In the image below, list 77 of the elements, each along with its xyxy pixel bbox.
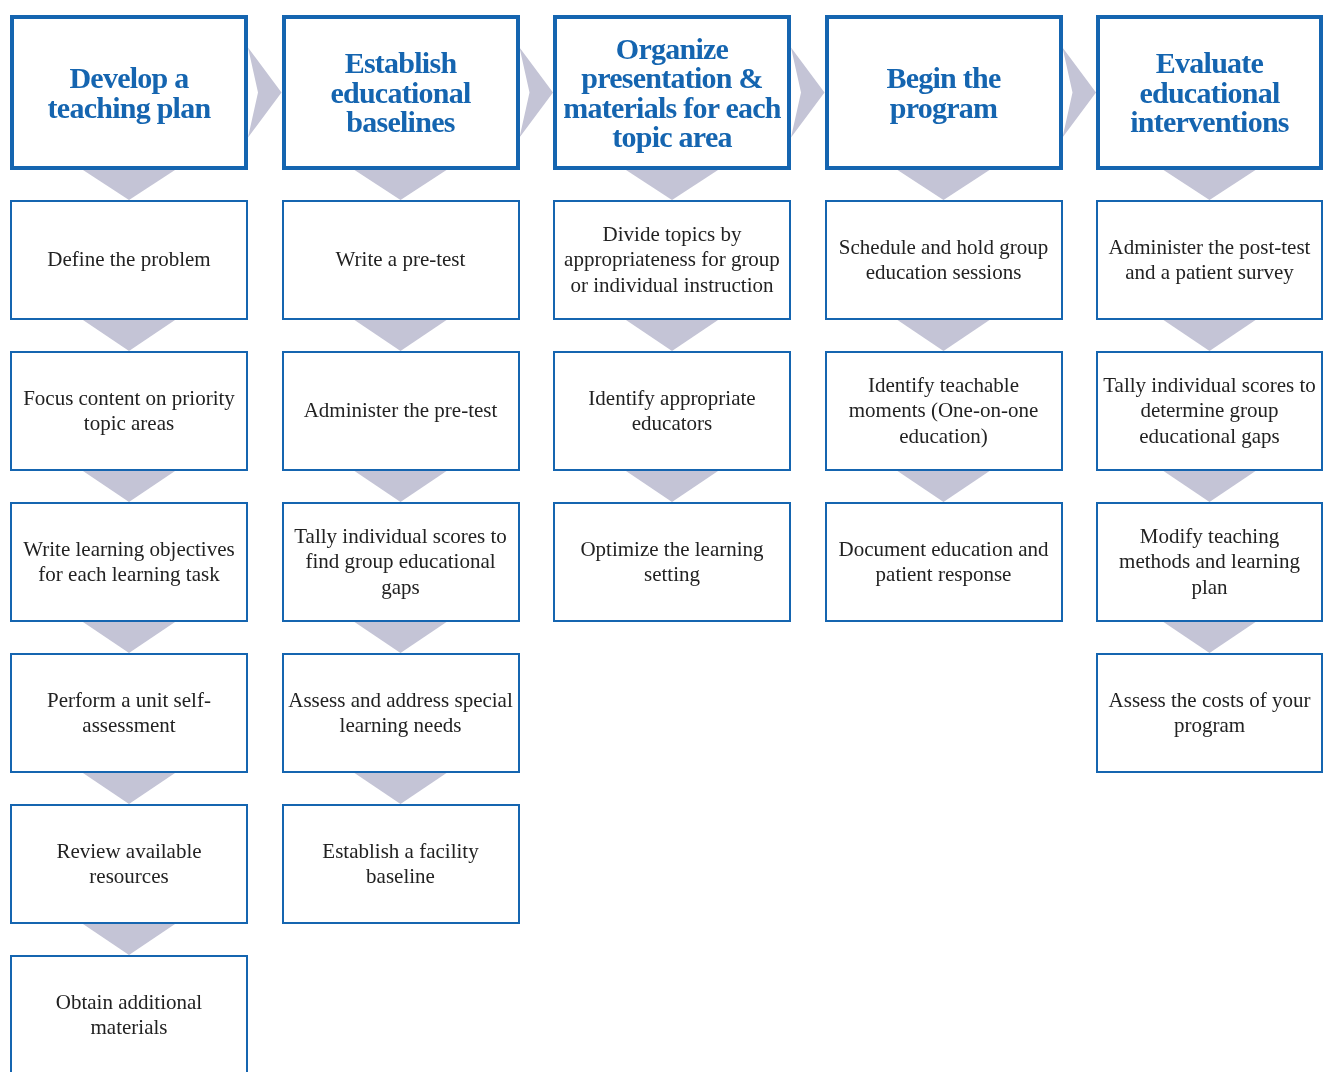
step-text: Write a pre-test bbox=[335, 247, 466, 273]
arrow bbox=[1062, 47, 1096, 138]
arrow bbox=[1163, 170, 1256, 200]
arrow bbox=[897, 320, 990, 351]
header-box bbox=[824, 15, 1063, 170]
step-text: Document education and patient response bbox=[837, 536, 1050, 588]
header-box bbox=[553, 15, 791, 170]
step-box bbox=[553, 200, 791, 320]
step-text: Identify teachable moments (One-on-one education) bbox=[847, 373, 1040, 449]
step-box bbox=[10, 804, 248, 924]
arrow bbox=[354, 773, 447, 804]
arrow bbox=[791, 47, 825, 138]
step-text: Assess the costs of your program bbox=[1107, 687, 1312, 739]
step-box bbox=[824, 351, 1063, 471]
step-text: Establish a facility baseline bbox=[321, 838, 480, 890]
arrow bbox=[354, 170, 447, 200]
header-box bbox=[281, 15, 520, 170]
step-box bbox=[10, 200, 248, 320]
arrow bbox=[83, 924, 175, 955]
arrow bbox=[626, 320, 718, 351]
step-text: Focus content on priority topic areas bbox=[22, 385, 236, 437]
step-box bbox=[1096, 200, 1323, 320]
header-text: Begin the program bbox=[885, 63, 1002, 122]
arrow bbox=[83, 622, 175, 653]
arrow bbox=[354, 622, 447, 653]
step-text: Schedule and hold group education sessions bbox=[837, 234, 1050, 286]
header-text: Evaluate educational interventions bbox=[1129, 48, 1290, 137]
step-text: Modify teaching methods and learning plan bbox=[1118, 524, 1301, 600]
step-box bbox=[10, 502, 248, 622]
step-text: Obtain additional materials bbox=[54, 989, 204, 1041]
step-box bbox=[281, 804, 520, 924]
step-box bbox=[553, 502, 791, 622]
step-box bbox=[1096, 653, 1323, 773]
arrow bbox=[354, 320, 447, 351]
arrow bbox=[626, 471, 718, 502]
arrow bbox=[897, 170, 990, 200]
step-text: Define the problem bbox=[47, 247, 211, 273]
step-box bbox=[281, 351, 520, 471]
step-text: Divide topics by appropriateness for group or individual instruction bbox=[563, 222, 781, 298]
arrow bbox=[519, 47, 553, 138]
step-text: Administer the post-test and a patient survey bbox=[1107, 234, 1312, 286]
step-box bbox=[824, 502, 1063, 622]
arrow bbox=[626, 170, 718, 200]
step-box bbox=[824, 200, 1063, 320]
step-box bbox=[10, 653, 248, 773]
arrow bbox=[83, 471, 175, 502]
step-text: Perform a unit self-assessment bbox=[46, 687, 212, 739]
step-box bbox=[553, 351, 791, 471]
step-box bbox=[281, 200, 520, 320]
arrow bbox=[83, 170, 175, 200]
arrow bbox=[1163, 471, 1256, 502]
header-text: Establish educational baselines bbox=[329, 48, 472, 137]
header-text: Develop a teaching plan bbox=[46, 63, 212, 122]
header-box bbox=[1096, 15, 1323, 170]
arrow bbox=[248, 47, 282, 138]
step-box bbox=[10, 351, 248, 471]
step-text: Identify appropriate educators bbox=[587, 385, 757, 437]
step-text: Tally individual scores to determine group educational gaps bbox=[1102, 373, 1317, 449]
arrow bbox=[83, 320, 175, 351]
step-box bbox=[10, 955, 248, 1072]
step-text: Administer the pre-test bbox=[303, 398, 498, 424]
step-text: Write learning objectives for each learning task bbox=[22, 536, 236, 588]
header-text: Organize presentation & materials for each topic area bbox=[562, 33, 782, 152]
arrow bbox=[354, 471, 447, 502]
step-box bbox=[1096, 351, 1323, 471]
arrow bbox=[1163, 622, 1256, 653]
step-text: Review available resources bbox=[55, 838, 203, 890]
header-box bbox=[10, 15, 248, 170]
step-box bbox=[1096, 502, 1323, 622]
step-box bbox=[281, 653, 520, 773]
arrow bbox=[1163, 320, 1256, 351]
step-text: Optimize the learning setting bbox=[579, 536, 765, 588]
step-text: Assess and address special learning needs bbox=[287, 687, 514, 739]
step-text: Tally individual scores to find group educational gaps bbox=[293, 524, 508, 600]
step-box bbox=[281, 502, 520, 622]
arrow bbox=[897, 471, 990, 502]
arrow bbox=[83, 773, 175, 804]
